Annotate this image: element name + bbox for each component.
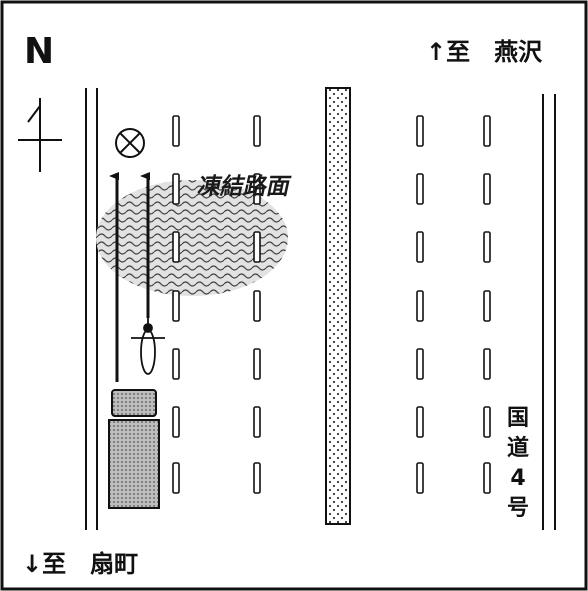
lane-dash xyxy=(483,406,491,438)
lane-dash xyxy=(416,173,424,205)
south-destination-text: 至 扇町 xyxy=(42,550,139,578)
motorcycle-icon xyxy=(131,316,165,375)
lane-dash xyxy=(483,462,491,494)
lane-dash xyxy=(172,462,180,494)
lane-dash xyxy=(172,290,180,322)
truck-icon xyxy=(108,389,160,509)
route-label: 国 道 4 号 xyxy=(505,404,531,524)
lane-dash xyxy=(416,462,424,494)
south-destination-label: ↓至 扇町 xyxy=(22,552,138,576)
lane-dash xyxy=(483,115,491,147)
lane-dash xyxy=(253,462,261,494)
up-arrow-icon: ↑ xyxy=(426,38,447,66)
route-label-char: 道 xyxy=(506,436,529,461)
north-compass-icon xyxy=(18,98,62,172)
lane-dash xyxy=(483,290,491,322)
lane-dash xyxy=(483,173,491,205)
lane-dash xyxy=(172,115,180,147)
lane-dash xyxy=(253,115,261,147)
route-label-char: 4 xyxy=(510,466,526,491)
lane-dash xyxy=(483,348,491,380)
lane-dash xyxy=(172,406,180,438)
lane-markings xyxy=(172,115,491,494)
lane-dash xyxy=(416,115,424,147)
lane-dash xyxy=(253,231,261,263)
route-label-char: 国 xyxy=(506,406,529,431)
road-edge-east xyxy=(542,94,556,530)
north-label: N xyxy=(24,31,55,72)
lane-dash xyxy=(416,406,424,438)
lane-dash xyxy=(416,348,424,380)
lane-dash xyxy=(253,290,261,322)
lane-dash xyxy=(253,348,261,380)
ice-patch xyxy=(96,180,288,296)
north-destination-label: ↑至 燕沢 xyxy=(426,40,542,64)
lane-dash xyxy=(172,231,180,263)
route-label-char: 号 xyxy=(506,496,529,521)
lane-dash xyxy=(172,348,180,380)
lane-dash xyxy=(253,406,261,438)
lane-dash xyxy=(416,290,424,322)
lane-dash xyxy=(253,173,261,205)
down-arrow-icon: ↓ xyxy=(22,550,43,578)
lane-dash xyxy=(416,231,424,263)
road-edge-west xyxy=(85,88,98,530)
lane-dash xyxy=(483,231,491,263)
trajectory-arrows xyxy=(109,172,150,382)
central-median xyxy=(325,87,351,525)
circled-x-icon xyxy=(115,128,145,158)
north-destination-text: 至 燕沢 xyxy=(446,38,543,66)
ice-surface-label: 凍結路面 xyxy=(195,174,293,200)
lane-dash xyxy=(172,173,180,205)
